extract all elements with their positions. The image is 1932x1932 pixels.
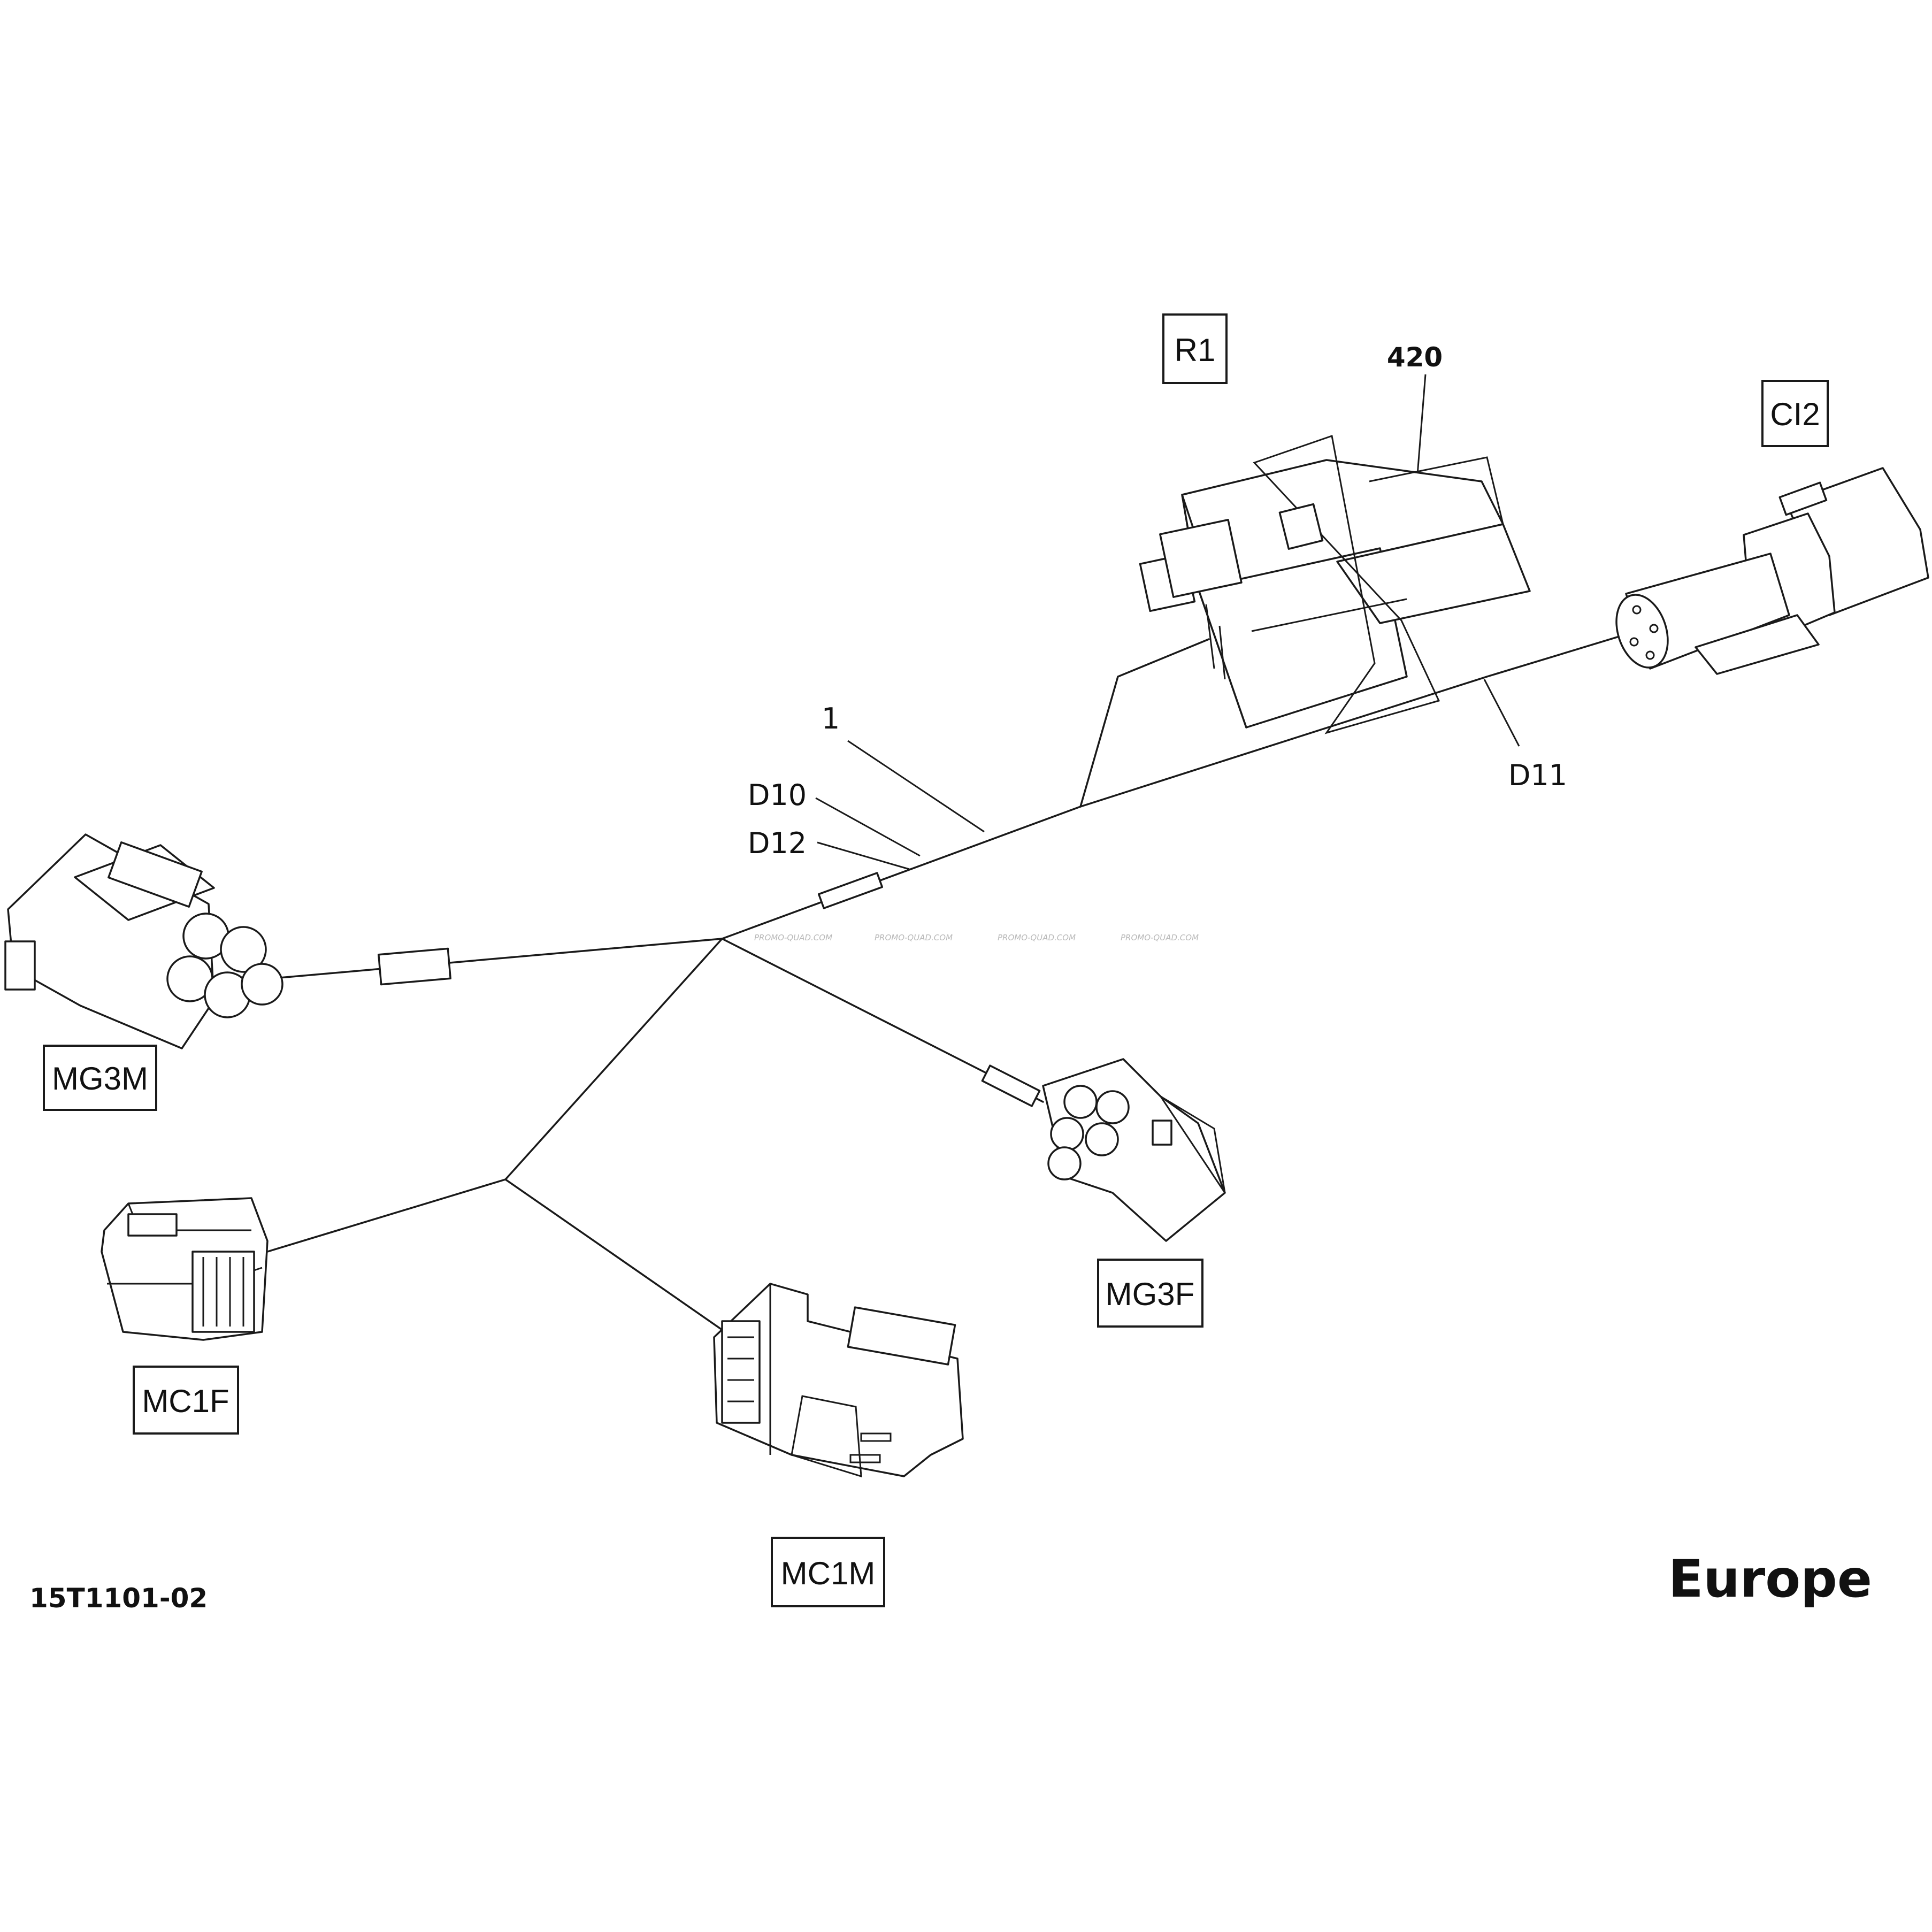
- leader-d10: [815, 797, 921, 857]
- callout-d10: D10: [748, 778, 807, 812]
- watermark-text-4: PROMO-QUAD.COM: [1121, 933, 1199, 942]
- leader-d11: [1483, 679, 1520, 747]
- mg3m-label-box: MG3M: [43, 1045, 157, 1111]
- mc1f-branch-wire: [266, 1178, 507, 1253]
- sleeve-mg3m: [378, 947, 451, 986]
- ci2-label: CI2: [1770, 396, 1820, 432]
- mc1f-connector-drawing: [101, 1197, 269, 1341]
- leader-d12: [817, 841, 910, 870]
- callout-d12: D12: [748, 826, 807, 860]
- mc1m-label: MC1M: [781, 1555, 876, 1591]
- leader-lines: [815, 374, 1520, 870]
- sleeve-mg3f: [981, 1064, 1041, 1107]
- watermark-text-1: PROMO-QUAD.COM: [754, 933, 832, 942]
- watermark-text-3: PROMO-QUAD.COM: [998, 933, 1076, 942]
- mc1f-label: MC1F: [142, 1383, 229, 1419]
- ci2-connector-drawing: [1615, 467, 1929, 675]
- mg3m-connector-drawing: [4, 833, 283, 1049]
- mc1m-label-box: MC1M: [771, 1537, 885, 1607]
- r1-branch-wire: [1079, 638, 1210, 808]
- callout-420: 420: [1387, 342, 1443, 373]
- mc1m-connector-drawing: [713, 1283, 964, 1478]
- sleeve-trunk: [817, 872, 884, 909]
- mg3f-connector-drawing: [1042, 1058, 1226, 1242]
- wire-sleeves: [378, 872, 1041, 1107]
- callout-item-1: 1: [822, 702, 840, 735]
- callout-d11: D11: [1508, 758, 1567, 792]
- r1-label-box: R1: [1162, 313, 1228, 384]
- mg3m-branch-wire: [266, 938, 723, 980]
- figure-reference-code: 15T1101-02: [29, 1583, 208, 1614]
- mg3m-label: MG3M: [52, 1061, 148, 1097]
- mc1f-label-box: MC1F: [133, 1366, 239, 1435]
- harness-wires: [266, 630, 1638, 1338]
- mc1m-branch-wire: [504, 1178, 734, 1338]
- ci2-label-box: CI2: [1761, 380, 1829, 447]
- r1-label: R1: [1175, 332, 1216, 368]
- mg3f-label-box: MG3F: [1097, 1259, 1203, 1328]
- mg3f-label: MG3F: [1106, 1276, 1195, 1312]
- watermark: PROMO-QUAD.COM PROMO-QUAD.COM PROMO-QUAD…: [754, 933, 1199, 942]
- leader-item-1: [847, 740, 985, 833]
- lower-branch-wire: [504, 938, 723, 1180]
- watermark-text-2: PROMO-QUAD.COM: [875, 933, 953, 942]
- main-trunk-wire: [721, 630, 1638, 940]
- r1-connector-drawing: [1139, 435, 1531, 734]
- region-label: Europe: [1668, 1549, 1872, 1609]
